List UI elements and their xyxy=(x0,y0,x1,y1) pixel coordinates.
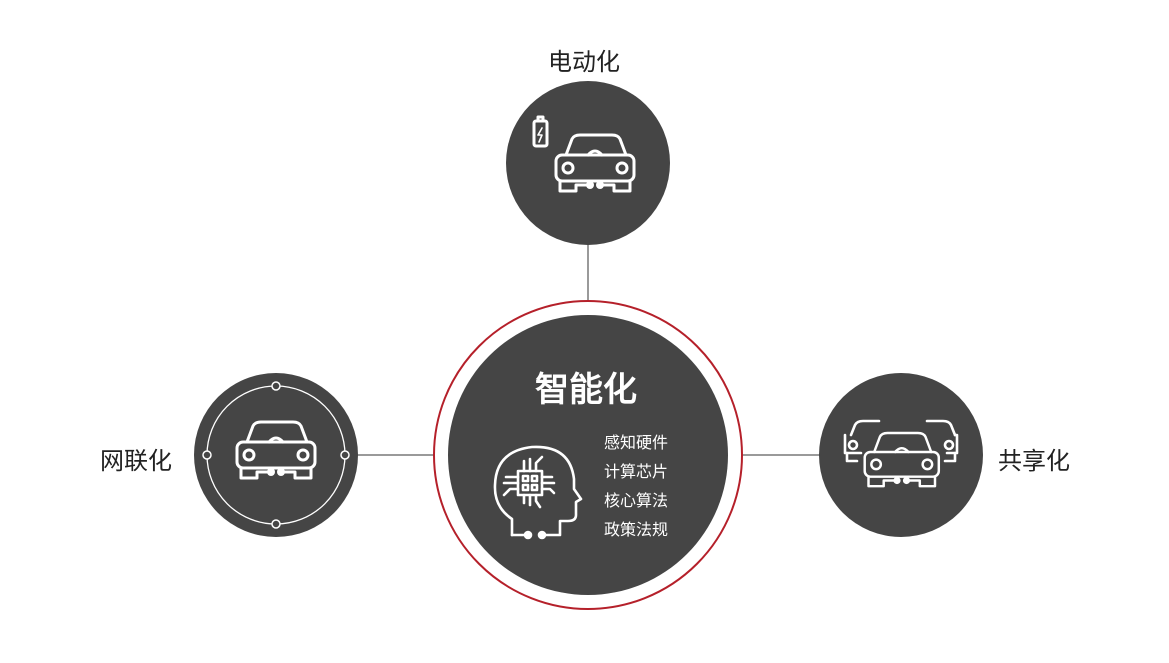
center-items-list: 感知硬件 计算芯片 核心算法 政策法规 xyxy=(604,428,668,544)
electric-car-icon xyxy=(532,115,636,193)
center-item: 计算芯片 xyxy=(604,462,669,481)
connector-left xyxy=(355,454,435,456)
node-circle-left xyxy=(194,373,358,537)
node-label-top: 电动化 xyxy=(548,48,620,76)
node-label-left: 网联化 xyxy=(100,447,172,475)
center-circle xyxy=(448,315,728,595)
shared-cars-icon xyxy=(843,419,959,488)
connector-right xyxy=(742,454,822,456)
ai-head-chip-icon xyxy=(493,445,583,540)
center-item: 感知硬件 xyxy=(604,433,669,452)
node-circle-top xyxy=(506,81,670,245)
node-label-right: 共享化 xyxy=(998,447,1070,475)
center-title: 智能化 xyxy=(535,370,637,410)
connected-car-icon xyxy=(202,381,350,529)
center-item: 核心算法 xyxy=(604,491,669,510)
connector-top xyxy=(587,240,589,302)
center-item: 政策法规 xyxy=(604,520,669,539)
